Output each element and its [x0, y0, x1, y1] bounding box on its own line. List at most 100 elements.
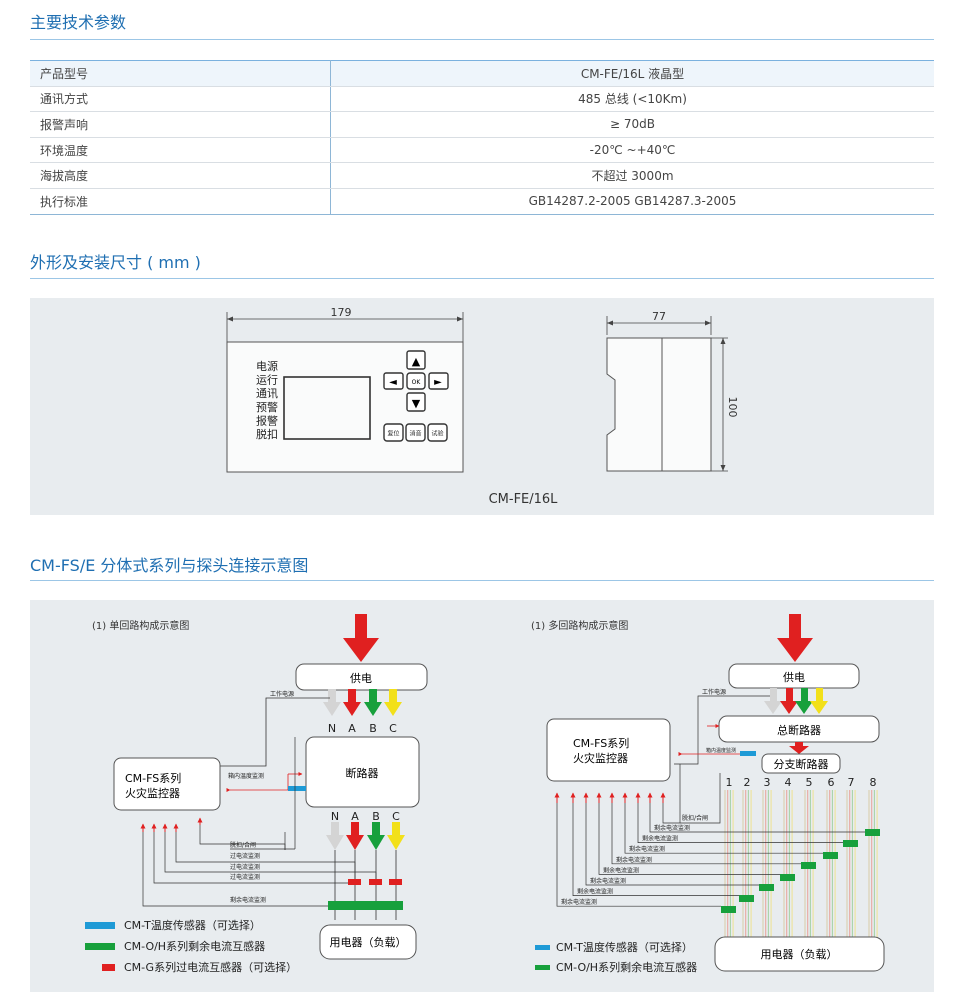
circuit-number: 6 — [828, 776, 835, 789]
residual-label: 剩余电流监测 — [616, 856, 652, 864]
ok-key — [406, 372, 426, 390]
ok-key-label: OK — [412, 379, 422, 386]
divider — [30, 39, 934, 40]
right-key-glyph: ► — [434, 377, 442, 388]
circuit-number: 2 — [744, 776, 751, 789]
indicator-label: 报警 — [256, 413, 278, 427]
left-key — [383, 372, 404, 390]
power-wire — [220, 697, 330, 767]
phase-c-arrow — [384, 689, 402, 716]
phase-label: C — [392, 810, 400, 823]
spec-value: 485 总线 (<10Km) — [330, 86, 934, 113]
circuit-number: 1 — [726, 776, 733, 789]
circuit-number: 8 — [870, 776, 877, 789]
circuit-number: 7 — [848, 776, 855, 789]
phase-label: B — [369, 722, 377, 735]
residual-wire — [611, 803, 801, 865]
oc3-wire — [153, 832, 348, 884]
power-label: 工作电源 — [702, 688, 726, 696]
supply-box — [728, 663, 860, 689]
legend-swatch — [535, 945, 550, 950]
left-key-glyph: ◄ — [389, 377, 397, 388]
spec-value: 不超过 3000m — [330, 162, 934, 189]
breaker-box — [305, 736, 420, 808]
temp-sensor — [740, 751, 756, 756]
trip-label: 脱扣/合闸 — [682, 814, 708, 822]
spec-value: GB14287.2-2005 GB14287.3-2005 — [330, 188, 934, 215]
divider — [30, 580, 934, 581]
phase-label: B — [372, 810, 380, 823]
dimension-panel: 179 电源运行通讯预警报警脱扣 ▲ ◄ OK ► ▼ 复位消音试验 77 10… — [30, 298, 934, 515]
phase-n-arrow — [323, 689, 341, 716]
phase-b-arrow — [795, 688, 813, 714]
oc1-wire — [175, 832, 356, 879]
phase-b-arrow — [364, 689, 382, 716]
lcd-screen — [283, 376, 371, 440]
monitor-label-line1: CM-FS系列 — [573, 736, 629, 750]
multi-legend: CM-T温度传感器（可选择）CM-O/H系列剩余电流互感器 — [535, 940, 697, 974]
box-temp-label: 箱内温度监测 — [228, 772, 264, 780]
phase-a-arrow — [343, 689, 361, 716]
residual-wire — [585, 803, 759, 886]
spec-value: -20℃ ~+40℃ — [330, 137, 934, 164]
function-button-label: 复位 — [387, 430, 399, 438]
load-label: 用电器（负载） — [330, 935, 407, 949]
down-key-glyph: ▼ — [412, 397, 421, 410]
oc3-label: 过电流监测 — [230, 873, 260, 881]
monitor-label-line1: CM-FS系列 — [125, 771, 181, 785]
oc2-label: 过电流监测 — [230, 863, 260, 871]
single-legend: CM-T温度传感器（可选择）CM-O/H系列剩余电流互感器CM-G系列过电流互感… — [85, 918, 297, 974]
monitor-label-line2: 火灾监控器 — [573, 751, 628, 765]
branch-breaker-label: 分支断路器 — [774, 757, 829, 771]
legend-swatch — [102, 964, 115, 971]
spec-key: 报警声响 — [30, 111, 331, 138]
spec-row: 环境温度-20℃ ~+40℃ — [30, 137, 934, 164]
spec-key: 执行标准 — [30, 188, 331, 215]
residual-sensor — [823, 852, 838, 859]
main-breaker-label: 总断路器 — [777, 723, 821, 737]
function-button — [427, 423, 448, 442]
breaker-label: 断路器 — [346, 766, 379, 780]
down-key — [406, 392, 426, 412]
circuit-number: 5 — [806, 776, 813, 789]
residual-sensor — [801, 862, 816, 869]
residual-label: 剩余电流监测 — [577, 888, 613, 896]
residual-label: 剩余电流监测 — [590, 877, 626, 885]
residual-wire — [142, 832, 328, 907]
arrowhead — [720, 338, 726, 344]
function-button-label: 试验 — [431, 430, 443, 438]
legend-swatch — [85, 922, 115, 929]
circuit-number: 3 — [764, 776, 771, 789]
arrowhead — [607, 320, 613, 326]
spec-key: 环境温度 — [30, 137, 331, 164]
model-caption: CM-FE/16L — [489, 492, 559, 507]
residual-label: 剩余电流监测 — [230, 896, 266, 904]
up-key-glyph: ▲ — [412, 355, 421, 368]
height-label: 100 — [726, 397, 739, 418]
residual-wire — [637, 803, 843, 843]
function-buttons: 复位消音试验 — [383, 423, 448, 442]
phase-c-arrow — [810, 688, 828, 714]
arrowhead — [227, 316, 233, 322]
phase-label: A — [351, 810, 359, 823]
phase-n-arrow-lower — [326, 822, 344, 850]
residual-sensor — [328, 901, 403, 910]
residual-label: 剩余电流监测 — [561, 898, 597, 906]
overcurrent-sensor-c — [389, 879, 402, 885]
temp-sensor — [288, 786, 306, 791]
phase-label: N — [328, 722, 336, 735]
overcurrent-sensor-b — [369, 879, 382, 885]
function-button — [383, 423, 404, 442]
residual-label: 剩余电流监测 — [642, 835, 678, 843]
function-button — [405, 423, 426, 442]
legend-label: CM-G系列过电流互感器（可选择） — [124, 960, 297, 974]
breaker-link-arrow — [789, 742, 809, 754]
spec-key: 通讯方式 — [30, 86, 331, 113]
side-view — [606, 337, 712, 472]
